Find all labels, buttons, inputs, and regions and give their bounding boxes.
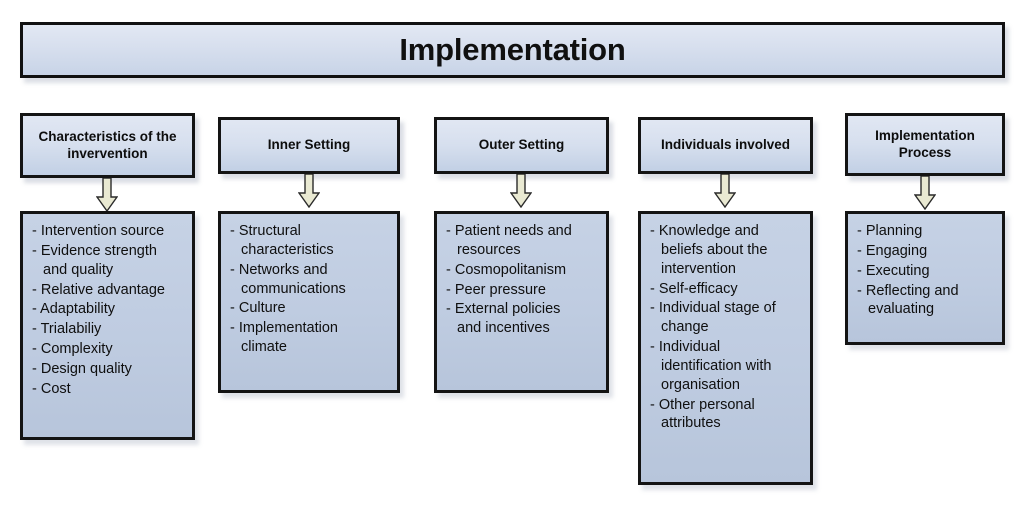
list-item: - Cost bbox=[32, 380, 71, 397]
content-box-4: - Knowledge and beliefs about the interv… bbox=[638, 211, 813, 485]
list-item: - Design quality bbox=[32, 360, 132, 377]
list-item: - Other personal attributes bbox=[650, 396, 755, 432]
list-item: - Reflecting and evaluating bbox=[857, 282, 959, 318]
list-item: - Individual identification with organis… bbox=[650, 339, 772, 393]
list-item: - Peer pressure bbox=[446, 281, 546, 298]
header-box-2[interactable]: Inner Setting bbox=[218, 117, 400, 174]
list-item: - Structural characteristics bbox=[230, 223, 334, 258]
item-list-4: - Knowledge and beliefs about the interv… bbox=[650, 222, 803, 433]
header-label-3: Outer Setting bbox=[478, 137, 565, 153]
list-item: - Executing bbox=[857, 262, 930, 279]
list-item: - Patient needs and resources bbox=[446, 223, 572, 258]
content-box-5: - Planning - Engaging - Executing - Refl… bbox=[845, 211, 1005, 345]
arrow-down-icon-2 bbox=[297, 173, 321, 209]
arrow-down-icon-5 bbox=[913, 175, 937, 211]
list-item: - Intervention source bbox=[32, 223, 165, 239]
header-box-1[interactable]: Characteristics of the invervention bbox=[20, 113, 195, 178]
arrow-down-icon-3 bbox=[509, 173, 533, 209]
list-item: - Complexity bbox=[32, 341, 113, 358]
item-list-5: - Planning - Engaging - Executing - Refl… bbox=[857, 222, 995, 319]
list-item: - Implementation climate bbox=[230, 320, 338, 356]
list-item: - Self-efficacy bbox=[650, 280, 738, 297]
list-item: - Relative advantage bbox=[32, 281, 165, 298]
item-list-1: - Intervention source - Evidence strengt… bbox=[32, 222, 185, 399]
header-box-4[interactable]: Individuals involved bbox=[638, 117, 813, 174]
list-item: - Individual stage of change bbox=[650, 300, 776, 336]
header-box-3[interactable]: Outer Setting bbox=[434, 117, 609, 174]
header-box-5[interactable]: Implementation Process bbox=[845, 113, 1005, 176]
list-item: - Adaptability bbox=[32, 301, 116, 318]
list-item: - Culture bbox=[230, 300, 286, 317]
list-item: - Planning bbox=[857, 223, 923, 239]
header-label-4: Individuals involved bbox=[660, 137, 791, 153]
content-box-1: - Intervention source - Evidence strengt… bbox=[20, 211, 195, 440]
list-item: - Networks and communications bbox=[230, 261, 346, 297]
page-title: Implementation bbox=[399, 32, 626, 67]
content-box-2: - Structural characteristics - Networks … bbox=[218, 211, 400, 393]
header-label-2: Inner Setting bbox=[267, 137, 351, 153]
list-item: - Cosmopolitanism bbox=[446, 261, 567, 278]
header-label-1: Characteristics of the invervention bbox=[38, 129, 177, 161]
list-item: - Knowledge and beliefs about the interv… bbox=[650, 223, 768, 277]
arrow-down-icon-1 bbox=[95, 177, 119, 213]
diagram-title-box: Implementation bbox=[20, 22, 1005, 78]
item-list-3: - Patient needs and resources - Cosmopol… bbox=[446, 222, 599, 338]
item-list-2: - Structural characteristics - Networks … bbox=[230, 222, 390, 357]
arrow-down-icon-4 bbox=[713, 173, 737, 209]
list-item: - Trialabiliy bbox=[32, 321, 102, 338]
list-item: - External policies and incentives bbox=[446, 301, 561, 337]
list-item: - Engaging bbox=[857, 242, 928, 259]
list-item: - Evidence strength and quality bbox=[32, 242, 157, 278]
header-label-5: Implementation Process bbox=[875, 128, 975, 160]
content-box-3: - Patient needs and resources - Cosmopol… bbox=[434, 211, 609, 393]
